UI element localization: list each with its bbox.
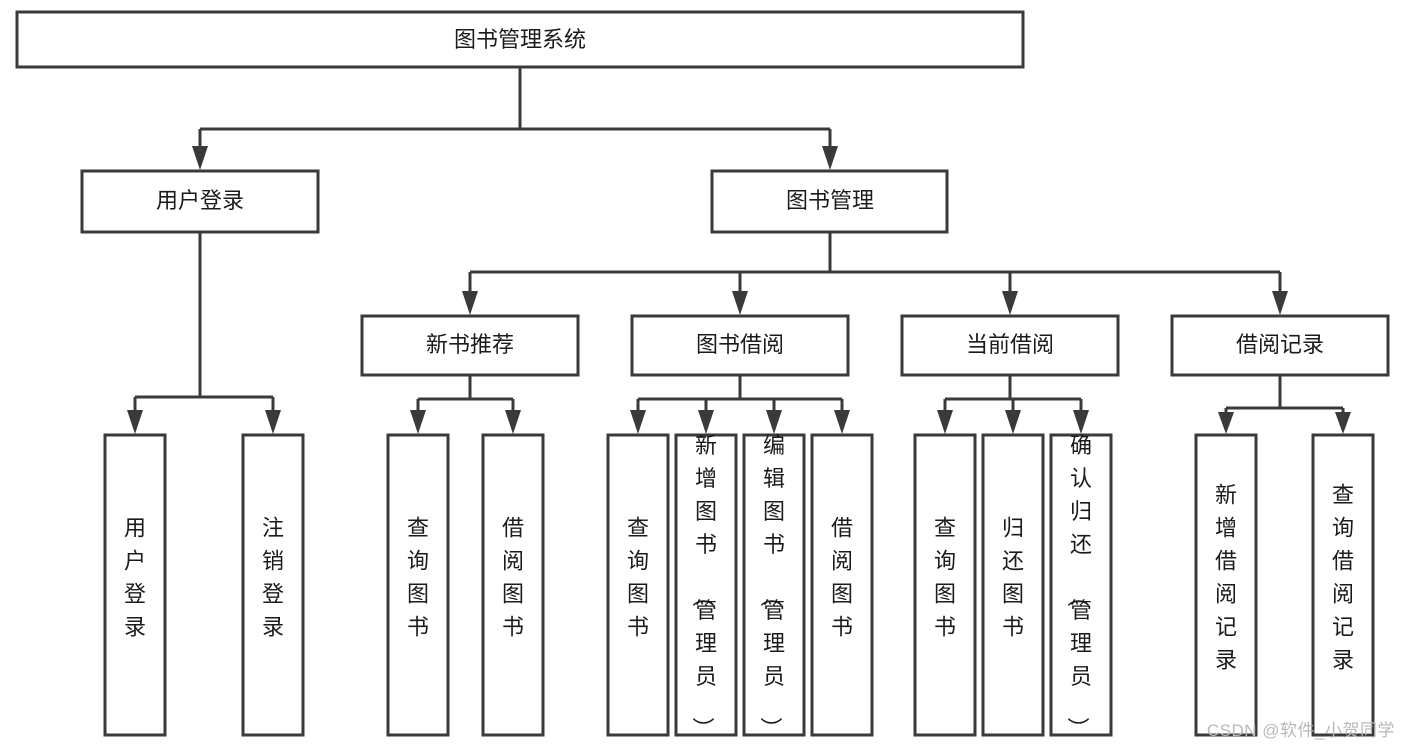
arrow-head-records: [1272, 291, 1288, 315]
arrow-head-newbook: [462, 291, 478, 315]
node-bookmgmt[interactable]: 图书管理: [710, 169, 949, 234]
node-leaf-current-confirm[interactable]: 确认归还（管理员）: [1049, 433, 1113, 739]
node-root-box[interactable]: [15, 10, 1025, 69]
arrow-head-leaf-newbook-borrow: [505, 410, 521, 434]
arrow-head-leaf-records-add: [1218, 412, 1234, 434]
node-current[interactable]: 当前借阅: [900, 314, 1120, 377]
node-current-label: 当前借阅: [966, 332, 1054, 357]
node-leaf-borrow-lend-box[interactable]: [810, 433, 874, 737]
node-leaf-records-query-box[interactable]: [1311, 433, 1375, 737]
node-leaf-current-return[interactable]: 归还图书: [981, 433, 1045, 737]
node-root-label: 图书管理系统: [454, 27, 586, 52]
arrow-head-borrow: [732, 291, 748, 315]
node-records-box[interactable]: [1170, 314, 1390, 377]
node-leaf-borrow-edit-label: 编辑图书（管理员）: [758, 433, 785, 739]
node-leaf-newbook-query-label: 查询图书: [407, 516, 429, 640]
connectors-records-to-leaves: [1218, 375, 1351, 434]
node-leaf-user-logout-box[interactable]: [241, 433, 305, 737]
node-leaf-current-query-label: 查询图书: [934, 516, 956, 640]
node-borrow-box[interactable]: [630, 314, 850, 377]
node-leaf-current-query-box[interactable]: [913, 433, 977, 737]
node-leaf-borrow-add-box[interactable]: [674, 433, 738, 737]
node-leaf-records-add-box[interactable]: [1194, 433, 1258, 737]
node-leaf-borrow-edit[interactable]: 编辑图书（管理员）: [742, 433, 806, 739]
node-leaf-newbook-query-box[interactable]: [386, 433, 450, 737]
node-leaf-borrow-add[interactable]: 新增图书（管理员）: [674, 433, 738, 739]
node-leaf-records-query[interactable]: 查询借阅记录: [1311, 433, 1375, 737]
node-leaf-newbook-borrow-label: 借阅图书: [502, 516, 524, 640]
node-leaf-user-login-label: 用户登录: [124, 516, 146, 640]
csdn-watermark: CSDN @软件_小贺同学: [1206, 721, 1395, 740]
node-leaf-current-query[interactable]: 查询图书: [913, 433, 977, 737]
node-login-label: 用户登录: [156, 188, 244, 213]
arrow-head-leaf-current-return: [1005, 410, 1021, 434]
node-records[interactable]: 借阅记录: [1170, 314, 1390, 377]
node-borrow[interactable]: 图书借阅: [630, 314, 850, 377]
node-borrow-label: 图书借阅: [696, 332, 784, 357]
node-bookmgmt-box[interactable]: [710, 169, 949, 234]
arrow-head-leaf-current-query: [937, 410, 953, 434]
arrow-head-leaf-user-login: [127, 410, 143, 434]
node-leaf-borrow-query-box[interactable]: [606, 433, 670, 737]
node-leaf-borrow-lend[interactable]: 借阅图书: [810, 433, 874, 737]
connectors-newbook-to-leaves: [410, 375, 521, 434]
node-leaf-records-query-label: 查询借阅记录: [1332, 483, 1354, 673]
arrow-head-leaf-borrow-lend: [834, 410, 850, 434]
arrow-head-leaf-newbook-query: [410, 410, 426, 434]
node-bookmgmt-label: 图书管理: [786, 188, 874, 213]
node-login-box[interactable]: [80, 169, 320, 234]
node-leaf-current-return-box[interactable]: [981, 433, 1045, 737]
node-leaf-newbook-borrow[interactable]: 借阅图书: [481, 433, 545, 737]
node-records-label: 借阅记录: [1236, 332, 1324, 357]
node-leaf-borrow-query[interactable]: 查询图书: [606, 433, 670, 737]
node-leaf-user-logout[interactable]: 注销登录: [241, 433, 305, 737]
arrow-head-leaf-records-query: [1335, 412, 1351, 434]
node-leaf-user-login-box[interactable]: [103, 433, 167, 737]
node-root[interactable]: 图书管理系统: [15, 10, 1025, 69]
node-leaf-newbook-borrow-box[interactable]: [481, 433, 545, 737]
node-leaf-current-return-label: 归还图书: [1002, 516, 1024, 640]
node-leaf-current-confirm-label: 确认归还（管理员）: [1065, 433, 1092, 739]
connectors-current-to-leaves: [937, 375, 1089, 434]
node-leaf-borrow-query-label: 查询图书: [627, 516, 649, 640]
arrow-head-leaf-borrow-edit: [766, 410, 782, 434]
arrow-head-leaf-borrow-add: [698, 410, 714, 434]
node-leaf-records-add-label: 新增借阅记录: [1215, 483, 1237, 673]
connectors-bookmgmt-to-level3: [462, 232, 1288, 315]
node-leaf-borrow-lend-label: 借阅图书: [831, 516, 853, 640]
node-leaf-user-login[interactable]: 用户登录: [103, 433, 167, 737]
arrow-head-leaf-borrow-query: [630, 410, 646, 434]
connectors-borrow-to-leaves: [630, 375, 850, 434]
arrow-head-login: [192, 146, 208, 170]
node-newbook-label: 新书推荐: [426, 332, 514, 357]
node-leaf-current-confirm-box[interactable]: [1049, 433, 1113, 737]
node-leaf-borrow-add-label: 新增图书（管理员）: [690, 433, 717, 739]
node-login[interactable]: 用户登录: [80, 169, 320, 234]
node-leaf-user-logout-label: 注销登录: [262, 516, 284, 640]
node-newbook-box[interactable]: [360, 314, 580, 377]
node-leaf-borrow-edit-box[interactable]: [742, 433, 806, 737]
node-current-box[interactable]: [900, 314, 1120, 377]
arrow-head-leaf-current-confirm: [1073, 410, 1089, 434]
connectors-root-to-level2: [192, 67, 838, 170]
node-leaf-newbook-query[interactable]: 查询图书: [386, 433, 450, 737]
connectors-login-to-leaves: [127, 232, 281, 434]
node-leaf-records-add[interactable]: 新增借阅记录: [1194, 433, 1258, 737]
arrow-head-bookmgmt: [822, 146, 838, 170]
arrow-head-leaf-user-logout: [265, 410, 281, 434]
node-newbook[interactable]: 新书推荐: [360, 314, 580, 377]
arrow-head-current: [1002, 291, 1018, 315]
